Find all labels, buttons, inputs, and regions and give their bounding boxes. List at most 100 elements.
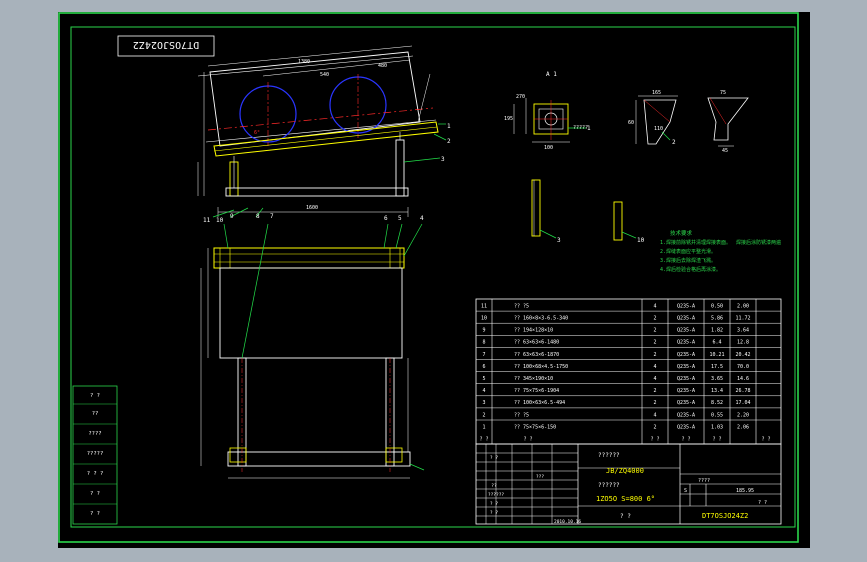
tech-title: 技术要求 <box>670 229 693 237</box>
detail-title: A 1 <box>546 71 557 78</box>
bom-cell: 4 <box>653 376 656 382</box>
bom-cell: 9 <box>482 328 485 334</box>
bom-cell: 4 <box>653 364 656 370</box>
bom-header-cell: ? ? <box>681 437 690 443</box>
bom-cell: Q235-A <box>677 316 695 322</box>
revision-column <box>72 385 118 525</box>
bom-cell: ?? 75×75×6-1904 <box>514 388 559 394</box>
bom-cell: ?? 63×63×6-1870 <box>514 352 559 358</box>
bom-header-cell: ? ? <box>523 437 532 443</box>
bom-cell: 17.5 <box>711 364 723 370</box>
bom-cell: 0.50 <box>711 303 723 309</box>
title-block-label: ?????? <box>488 492 505 498</box>
revision-label: ? ? <box>90 393 100 399</box>
bom-cell: 2 <box>653 424 656 430</box>
detail-views <box>513 95 749 241</box>
bom-cell: 6.4 <box>712 340 721 346</box>
bom-cell: 12.8 <box>737 340 749 346</box>
dim-top-1: 1380 <box>298 59 310 65</box>
bom-cell: ?? 160×8×3-6.5-340 <box>514 316 568 322</box>
callout-4: 4 <box>420 215 424 222</box>
bom-cell: ?? 100×63×6.5-494 <box>514 400 565 406</box>
tb-name: ? ? <box>620 513 631 520</box>
tb-q1: ?????? <box>598 452 620 459</box>
bom-cell: ?? ?5 <box>514 303 529 309</box>
callout-9: 9 <box>230 213 234 220</box>
bom-cell: 3 <box>482 400 485 406</box>
callout-7: 7 <box>270 213 274 220</box>
title-block-label: ? ? <box>490 501 498 507</box>
revision-label: ? ? <box>90 511 100 517</box>
bom-cell: 4 <box>653 412 656 418</box>
title-block-label: ??? <box>536 474 544 480</box>
bom-cell: 26.78 <box>735 388 750 394</box>
bom-cell: 3.64 <box>737 328 749 334</box>
dim-angle: 6° <box>254 130 260 136</box>
bom-cell: 1.82 <box>711 328 723 334</box>
callout-6: 6 <box>384 215 388 222</box>
tb-mark-s: S <box>684 488 687 494</box>
revision-label: ? ? ? <box>87 471 104 477</box>
bom-header-cell: ? ? <box>479 437 488 443</box>
bom-cell: 6 <box>482 364 485 370</box>
bom-header-cell: ? ? <box>712 437 721 443</box>
bom-cell: 5.86 <box>711 316 723 322</box>
bom-cell: 8 <box>482 340 485 346</box>
bom-cell: Q235-A <box>677 303 695 309</box>
main-elevation <box>197 45 447 218</box>
callout-5: 5 <box>398 215 402 222</box>
bom-cell: ?? 100×68×4.5-1750 <box>514 364 568 370</box>
detail-dim-b1: 165 <box>652 90 661 96</box>
title-block-grid <box>475 443 782 525</box>
stamp-text: DT7OSJO24Z2 <box>133 39 199 50</box>
bom-cell: Q235-A <box>677 352 695 358</box>
detail-dim-a3: 100 <box>544 145 553 151</box>
revision-label: ? ? <box>90 491 100 497</box>
detail-label-10: 10 <box>637 237 645 244</box>
bom-cell: 4 <box>653 303 656 309</box>
drawing-sheet: DT7OSJO24Z2 <box>58 12 810 548</box>
bom-cell: Q235-A <box>677 400 695 406</box>
detail-dim-a1: 270 <box>516 94 525 100</box>
bom-cell: 20.42 <box>735 352 750 358</box>
bom-cell: 3.65 <box>711 376 723 382</box>
tb-small-q: ???? <box>698 478 710 484</box>
bom-cell: 10 <box>481 316 487 322</box>
detail-dim-c1: 75 <box>720 90 726 96</box>
bom-cell: ?? 194×128×10 <box>514 328 553 334</box>
tb-model: 1ZO5O S=800 6° <box>596 495 655 503</box>
tech-side-note: 焊接后涂防锈漆两遍 <box>736 239 781 246</box>
inner-frame <box>70 26 796 528</box>
bom-cell: Q235-A <box>677 340 695 346</box>
tb-code: JB/ZQ4000 <box>606 467 644 475</box>
bom-cell: Q235-A <box>677 328 695 334</box>
bom-cell: 2 <box>653 400 656 406</box>
revision-label: ?? <box>92 411 99 417</box>
bom-header-cell: ? ? <box>761 437 770 443</box>
bom-cell: 5 <box>482 376 485 382</box>
dim-top-3: 480 <box>378 63 387 69</box>
tech-line-3: 3.焊接后去除焊渣飞溅。 <box>660 257 716 264</box>
bom-cell: 2.06 <box>737 424 749 430</box>
drawing-canvas: DT7OSJO24Z2 <box>58 12 799 543</box>
bom-cell: 17.04 <box>735 400 750 406</box>
bom-cell: 2 <box>653 340 656 346</box>
bom-cell: 2.20 <box>737 412 749 418</box>
detail-label-1: 1 <box>587 125 591 132</box>
tb-left-labels: ? ????????????? ? ?? ?? ? <box>87 393 104 517</box>
callout-2: 2 <box>447 138 451 145</box>
bom-cell: 2 <box>653 316 656 322</box>
bom-cell: 1.03 <box>711 424 723 430</box>
callout-10: 10 <box>216 217 224 224</box>
side-elevation <box>200 223 425 479</box>
bom-cell: 1 <box>482 424 485 430</box>
bom-cell: 11 <box>481 303 487 309</box>
detail-dim-b2: 60 <box>628 120 634 126</box>
title-block-label: ? ? <box>490 455 498 461</box>
title-block-label: ?? <box>491 483 497 489</box>
bom-cell: Q235-A <box>677 412 695 418</box>
tb-scale: ? ? <box>758 500 767 506</box>
detail-label-3: 3 <box>557 237 561 244</box>
